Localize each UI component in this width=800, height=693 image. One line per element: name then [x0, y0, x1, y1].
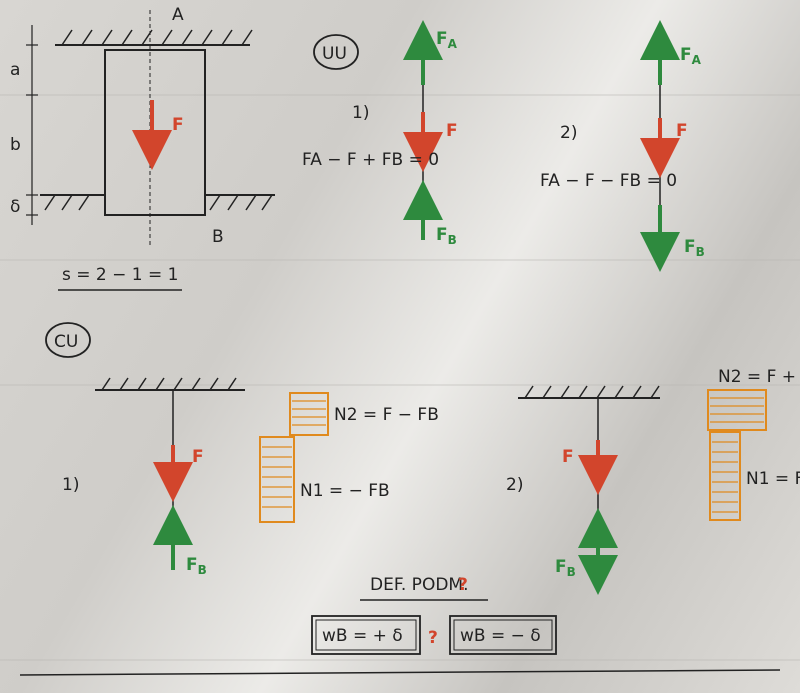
uu1-fa-label: FA	[436, 29, 458, 51]
uu2-f-label: F	[676, 121, 688, 141]
cu-badge: CU	[54, 332, 78, 352]
cu2-normal-force-diagram	[707, 389, 767, 521]
cu1-n2-label: N2 = F − FB	[334, 405, 439, 425]
static-equation: s = 2 − 1 = 1	[62, 265, 178, 285]
uu-badge-circle	[313, 34, 359, 70]
cu1-f-label: F	[192, 447, 204, 467]
cu2-n1-label: N1 = FB	[746, 469, 800, 489]
uu1-f-label: F	[446, 121, 458, 141]
structure-sketch	[26, 10, 275, 245]
cu-case2-number: 2)	[506, 475, 523, 495]
cu1-fb-label: FB	[186, 555, 207, 577]
dim-delta: δ	[10, 197, 20, 217]
force-label: F	[172, 115, 184, 135]
box2-inner	[453, 619, 553, 651]
box1-outer	[311, 615, 421, 655]
uu-case2-number: 2)	[560, 123, 577, 143]
label-b: B	[212, 227, 224, 247]
uu-badge: UU	[322, 44, 347, 64]
box2-outer	[449, 615, 557, 655]
cu-badge-circle	[45, 322, 91, 358]
bottom-rule	[19, 669, 781, 676]
cu1-n1-label: N1 = − FB	[300, 481, 390, 501]
label-a: A	[172, 5, 184, 25]
cu1-normal-force-diagram	[259, 392, 329, 523]
def-text: DEF. PODM.	[370, 575, 468, 595]
box1-text: wB = + δ	[322, 626, 403, 646]
uu1-equation: FA − F + FB = 0	[302, 150, 439, 170]
uu2-fb-label: FB	[684, 237, 705, 259]
uu2-equation: FA − F − FB = 0	[540, 171, 677, 191]
cu2-f-label: F	[562, 447, 574, 467]
uu1-fb-label: FB	[436, 225, 457, 247]
dim-b: b	[10, 135, 21, 155]
cu2-fb-label: FB	[555, 557, 576, 579]
uu2-fa-label: FA	[680, 45, 702, 67]
box1-inner	[315, 619, 417, 651]
box-mid-question: ?	[428, 628, 438, 648]
cu1-support	[95, 377, 245, 520]
dim-a: a	[10, 60, 20, 80]
box2-text: wB = − δ	[460, 626, 541, 646]
cu-case1-number: 1)	[62, 475, 79, 495]
cu2-support	[518, 385, 660, 530]
cu2-n2-label: N2 = F + FB	[718, 367, 800, 387]
def-question: ?	[458, 575, 468, 595]
uu-case1-number: 1)	[352, 103, 369, 123]
